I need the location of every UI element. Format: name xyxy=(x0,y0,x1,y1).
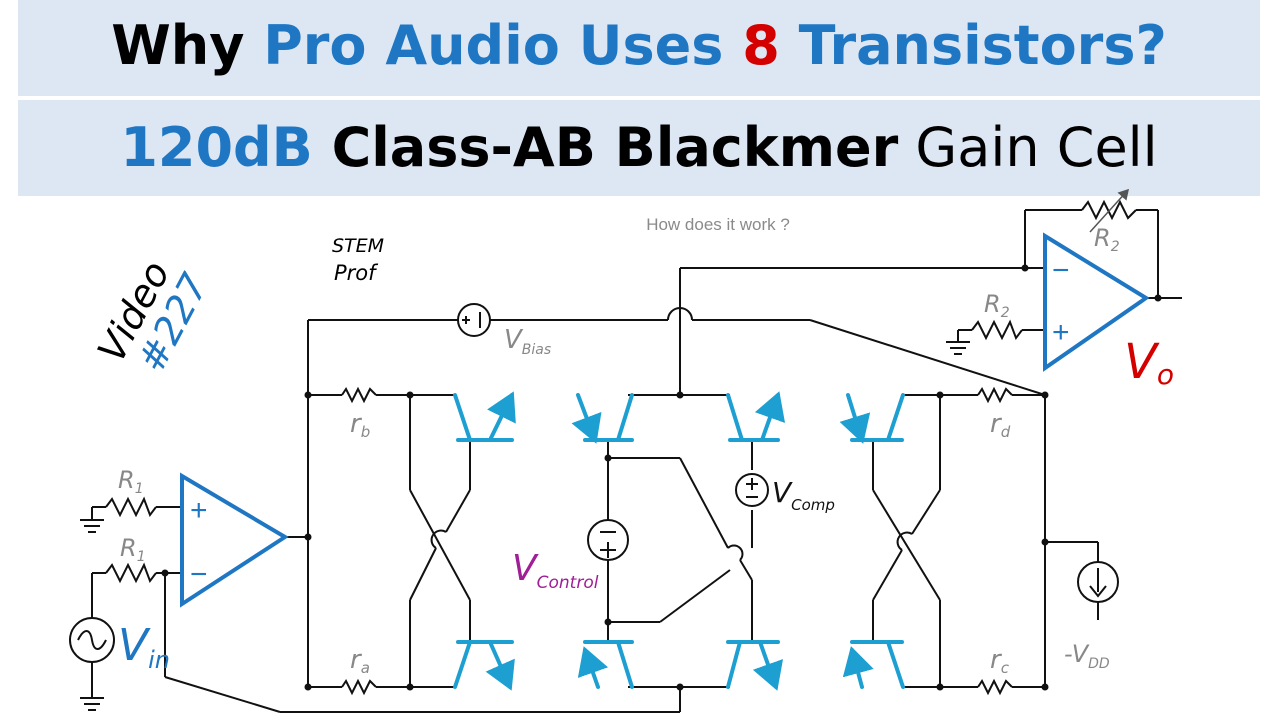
label-vbias: VBias xyxy=(504,325,551,358)
transistor-q3 xyxy=(726,391,786,442)
label-rd: rd xyxy=(990,409,1011,441)
resistor-r1-bottom xyxy=(105,562,157,584)
transistor-q7 xyxy=(726,640,784,691)
label-r1-top: R1 xyxy=(118,466,144,497)
wiring xyxy=(91,209,1182,713)
label-vo: Vo xyxy=(1124,334,1174,391)
transistor-q5 xyxy=(453,640,515,691)
transistors xyxy=(453,391,905,691)
op-amps xyxy=(180,232,1150,608)
input-opamp-minus: − xyxy=(190,558,208,591)
component-labels: R1 R1 R2 R2 rb ra rd rc VBias VComp VCon… xyxy=(118,224,1174,677)
resistor-rc xyxy=(977,678,1013,696)
video-tag: Video #227 xyxy=(89,254,217,379)
vin-source xyxy=(69,617,115,663)
title-line-1: Why Pro Audio Uses 8 Transistors? xyxy=(18,14,1260,77)
brand-prof: Prof xyxy=(334,261,379,285)
ground-symbols xyxy=(80,341,970,711)
title-120db: 120dB xyxy=(120,116,313,179)
transistor-q6 xyxy=(577,640,634,689)
variable-arrow xyxy=(1089,188,1130,233)
output-op-amp xyxy=(1043,232,1150,372)
transistor-q2 xyxy=(571,393,634,444)
nodes xyxy=(161,264,1162,691)
sources xyxy=(69,303,1119,663)
output-opamp-plus: + xyxy=(1052,316,1070,349)
title-band-top xyxy=(18,0,1260,96)
output-opamp-minus: − xyxy=(1052,254,1070,287)
caption-text: How does it work ? xyxy=(646,215,790,234)
vbias-source xyxy=(457,303,491,337)
label-r2-in: R2 xyxy=(984,290,1010,321)
title-transistors: Transistors? xyxy=(779,14,1167,77)
vcomp-source xyxy=(735,473,769,507)
title-eight: 8 xyxy=(742,14,780,77)
resistor-ra xyxy=(341,678,377,696)
label-vcontrol: VControl xyxy=(512,548,599,593)
title-class-ab: Class-AB Blackmer xyxy=(312,116,899,179)
label-ra: ra xyxy=(350,645,370,677)
resistor-r2-in xyxy=(971,319,1023,341)
input-op-amp xyxy=(180,472,289,608)
resistor-rb xyxy=(341,386,377,404)
vcontrol-source xyxy=(587,519,629,561)
current-source xyxy=(1077,561,1119,603)
title-why: Why xyxy=(111,14,264,77)
transistor-q8 xyxy=(842,640,905,689)
label-vcomp: VComp xyxy=(772,476,835,514)
resistors xyxy=(105,199,1137,696)
resistor-r2-fb xyxy=(1081,199,1137,221)
label-r1-bottom: R1 xyxy=(120,534,146,565)
label-rc: rc xyxy=(990,645,1010,677)
label-vdd: -VDD xyxy=(1064,640,1110,672)
label-r2-fb: R2 xyxy=(1094,224,1120,255)
title-line-2: 120dB Class-AB Blackmer Gain Cell xyxy=(18,116,1260,179)
stem-prof-logo: STEM Prof xyxy=(332,235,384,285)
input-opamp-plus: + xyxy=(190,494,208,527)
title-pro-audio: Pro Audio Uses xyxy=(263,14,743,77)
transistor-q1 xyxy=(453,391,516,442)
label-vin: Vin xyxy=(118,620,170,674)
brand-stem: STEM xyxy=(332,235,384,257)
transistor-q4 xyxy=(839,393,905,444)
title-band-bottom xyxy=(18,100,1260,196)
resistor-rd xyxy=(977,386,1013,404)
resistor-r1-top xyxy=(105,496,157,518)
label-rb: rb xyxy=(350,409,370,441)
title-gain-cell: Gain Cell xyxy=(898,116,1158,179)
